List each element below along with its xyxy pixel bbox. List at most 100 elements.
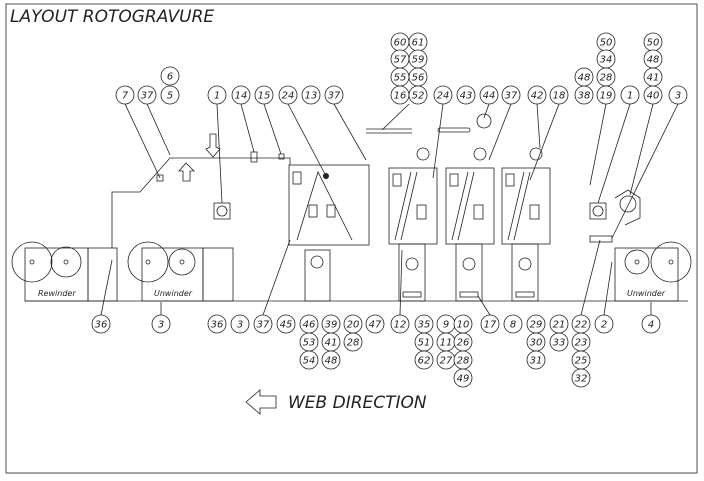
balloon-number: 53 [303, 338, 316, 349]
balloon-34: 34 [596, 49, 616, 69]
balloon-19: 19 [596, 85, 616, 105]
balloon-37: 37 [324, 85, 344, 105]
balloon-5: 5 [160, 85, 180, 105]
arrow-down-icon [205, 133, 221, 158]
balloon-6: 6 [160, 66, 180, 86]
balloon-48: 48 [574, 67, 594, 87]
leader-line [603, 261, 613, 316]
balloon-number: 43 [460, 91, 473, 102]
balloon-10: 10 [453, 314, 473, 334]
leader-line [100, 259, 113, 316]
balloon-48: 48 [643, 49, 663, 69]
balloon-38: 38 [574, 85, 594, 105]
leader-line [536, 103, 541, 149]
balloon-32: 32 [571, 368, 591, 388]
leader-line [483, 103, 490, 119]
balloon-29: 29 [526, 314, 546, 334]
balloon-number: 37 [141, 91, 154, 102]
balloon-number: 50 [647, 38, 660, 49]
balloon-41: 41 [643, 67, 663, 87]
balloon-number: 21 [553, 320, 566, 331]
balloon-number: 45 [280, 320, 293, 331]
balloon-number: 26 [457, 338, 470, 349]
balloon-number: 28 [457, 356, 470, 367]
balloon-number: 1 [627, 91, 633, 102]
balloon-12: 12 [390, 314, 410, 334]
balloon-number: 48 [578, 73, 591, 84]
printing-unit [501, 147, 551, 302]
balloon-53: 53 [299, 332, 319, 352]
balloon-number: 3 [158, 320, 164, 331]
balloon-61: 61 [408, 32, 428, 52]
balloon-15: 15 [254, 85, 274, 105]
unwinder-left-label: Unwinder [154, 289, 193, 298]
balloon-number: 59 [412, 55, 425, 66]
leader-lines [100, 103, 679, 316]
arrow-up-icon [178, 162, 195, 182]
balloon-number: 7 [122, 91, 129, 102]
balloon-1: 1 [207, 85, 227, 105]
balloon-number: 12 [394, 320, 407, 331]
balloon-46: 46 [299, 314, 319, 334]
balloon-9: 9 [436, 314, 456, 334]
balloon-number: 24 [282, 91, 295, 102]
balloon-43: 43 [456, 85, 476, 105]
balloon-37: 37 [137, 85, 157, 105]
balloon-55: 55 [390, 67, 410, 87]
balloon-22: 22 [571, 314, 591, 334]
balloon-number: 56 [412, 73, 425, 84]
unwinder-right-label: Unwinder [627, 289, 666, 298]
leader-line [381, 103, 410, 131]
balloon-number: 37 [257, 320, 270, 331]
balloon-57: 57 [390, 49, 410, 69]
balloon-number: 5 [167, 91, 173, 102]
balloon-44: 44 [479, 85, 499, 105]
leader-line [488, 103, 512, 161]
balloon-number: 9 [443, 320, 449, 331]
balloon-39: 39 [321, 314, 341, 334]
leader-line [263, 103, 282, 155]
balloon-24: 24 [278, 85, 298, 105]
balloon-48: 48 [321, 350, 341, 370]
balloon-number: 48 [325, 356, 338, 367]
web-direction-label: WEB DIRECTION [288, 393, 427, 413]
leader-line [240, 103, 255, 153]
balloon-number: 44 [483, 91, 496, 102]
balloon-number: 13 [305, 91, 318, 102]
balloon-number: 30 [530, 338, 543, 349]
balloon-31: 31 [526, 350, 546, 370]
balloon-number: 49 [457, 374, 470, 385]
heater-icon [476, 113, 492, 129]
balloon-14: 14 [231, 85, 251, 105]
balloon-number: 31 [530, 356, 543, 367]
balloon-3: 3 [230, 314, 250, 334]
coating-unit [288, 164, 370, 302]
leader-line [477, 295, 491, 316]
balloon-60: 60 [390, 32, 410, 52]
balloon-number: 62 [418, 356, 431, 367]
balloon-number: 8 [510, 320, 516, 331]
balloon-3: 3 [668, 85, 688, 105]
drawing-title: LAYOUT ROTOGRAVURE [10, 7, 214, 27]
balloon-number: 24 [437, 91, 450, 102]
balloon-number: 52 [412, 91, 425, 102]
balloon-28: 28 [343, 332, 363, 352]
unwinder-right-station: Unwinder [614, 241, 692, 302]
balloon-25: 25 [571, 350, 591, 370]
balloon-27: 27 [436, 350, 456, 370]
balloon-52: 52 [408, 85, 428, 105]
balloon-37: 37 [253, 314, 273, 334]
balloon-41: 41 [321, 332, 341, 352]
balloon-62: 62 [414, 350, 434, 370]
balloon-4: 4 [641, 314, 661, 334]
balloon-56: 56 [408, 67, 428, 87]
balloon-number: 22 [575, 320, 588, 331]
balloon-number: 51 [418, 338, 431, 349]
balloon-18: 18 [549, 85, 569, 105]
rewinder-station: Rewinder [11, 241, 118, 302]
balloon-1: 1 [620, 85, 640, 105]
balloon-number: 36 [211, 320, 224, 331]
balloon-number: 1 [214, 91, 220, 102]
balloon-number: 36 [95, 320, 108, 331]
